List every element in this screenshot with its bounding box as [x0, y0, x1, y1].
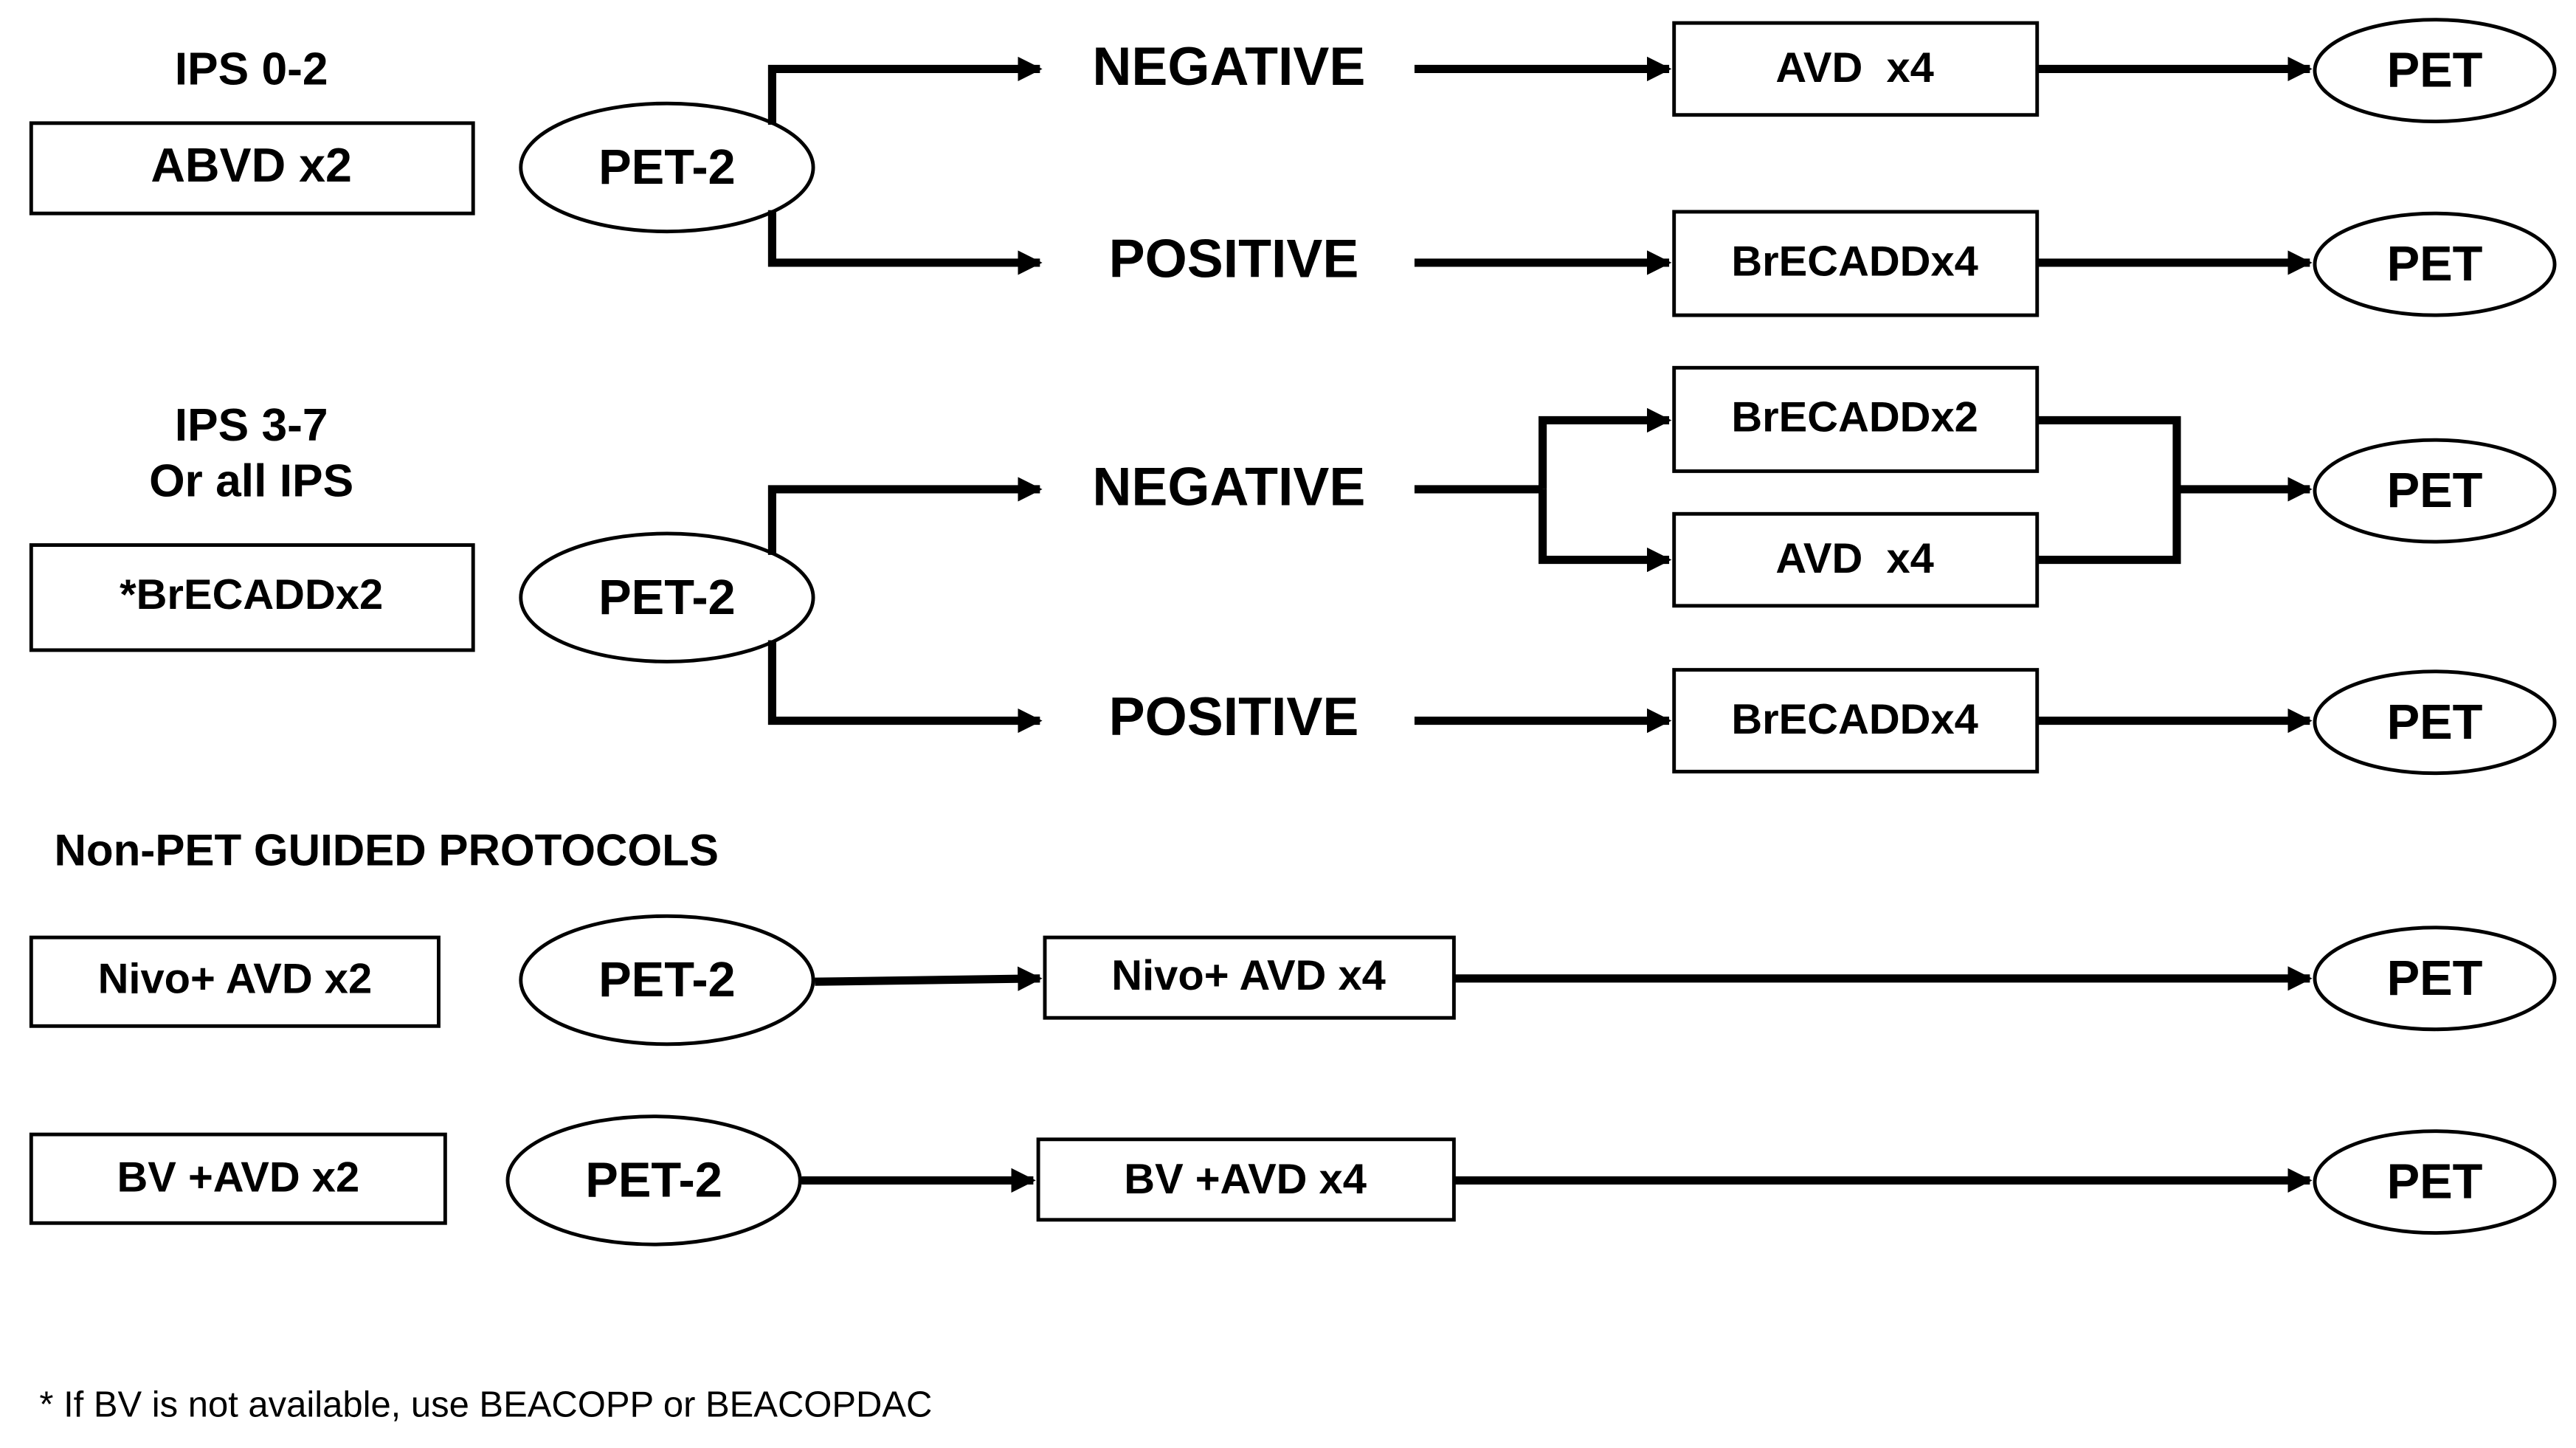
group2-neg-outcome-label: PET	[2387, 463, 2483, 518]
bv-treatment-label: BV +AVD x4	[1124, 1156, 1367, 1203]
group1-neg-outcome-oval: PET	[2313, 18, 2557, 124]
group2-neg-outcome-oval: PET	[2313, 438, 2557, 544]
nivo-pet2-oval: PET-2	[519, 914, 815, 1047]
group-ips-0-2: IPS 0-2 ABVD x2 PET-2 NEGATIVE POSITIVE …	[29, 18, 2557, 317]
group2-neg-option-a-label: BrECADDx2	[1731, 394, 1978, 441]
group1-pos-treatment-label: BrECADDx4	[1731, 238, 1978, 285]
group1-branch-positive-connector	[767, 210, 1043, 275]
group1-pos-outcome-oval: PET	[2313, 211, 2557, 317]
group2-positive-label: POSITIVE	[1109, 686, 1359, 747]
group2-negative-fork-lower	[1539, 489, 1672, 573]
group2-start-label: *BrECADDx2	[120, 571, 383, 618]
nivo-treatment-box: Nivo+ AVD x4	[1043, 935, 1456, 1020]
nivo-outcome-oval: PET	[2313, 925, 2557, 1032]
group1-neg-treatment-label: AVD x4	[1775, 44, 1933, 92]
non-pet-section: Non-PET GUIDED PROTOCOLS Nivo+ AVD x2 PE…	[29, 826, 2557, 1247]
group1-branch-negative-connector	[767, 56, 1043, 125]
group1-pet2-label: PET-2	[598, 140, 736, 195]
footnote: * If BV is not available, use BEACOPP or…	[39, 1385, 932, 1424]
group2-negative-merge-connector	[2037, 416, 2181, 565]
bv-outcome-label: PET	[2387, 1155, 2483, 1210]
group1-neg-treatment-box: AVD x4	[1672, 21, 2040, 117]
group2-pos-outcome-label: PET	[2387, 695, 2483, 750]
group1-negative-label: NEGATIVE	[1092, 36, 1365, 97]
bv-pet2-label: PET-2	[585, 1154, 722, 1208]
group2-pos-outcome-oval: PET	[2313, 669, 2557, 776]
group-ips-3-7: IPS 3-7 Or all IPS *BrECADDx2 PET-2 NEGA…	[29, 365, 2557, 776]
group1-positive-label: POSITIVE	[1109, 228, 1359, 289]
group1-start-box: ABVD x2	[29, 121, 475, 216]
nivo-start-box: Nivo+ AVD x2	[29, 935, 441, 1028]
group2-pos-treatment-box: BrECADDx4	[1672, 668, 2040, 773]
group2-neg-option-b-box: AVD x4	[1672, 511, 2040, 608]
group2-pos-treatment-label: BrECADDx4	[1731, 696, 1978, 743]
nivo-start-label: Nivo+ AVD x2	[98, 956, 373, 1003]
group2-branch-positive-connector	[767, 640, 1043, 734]
group2-header-line2: Or all IPS	[149, 456, 353, 507]
group2-neg-option-b-label: AVD x4	[1775, 535, 1933, 582]
nivo-outcome-label: PET	[2387, 951, 2483, 1006]
group2-neg-option-a-box: BrECADDx2	[1672, 365, 2040, 473]
non-pet-title: Non-PET GUIDED PROTOCOLS	[54, 826, 718, 875]
bv-start-label: BV +AVD x2	[117, 1154, 359, 1202]
group2-pet2-oval: PET-2	[519, 531, 815, 663]
bv-start-box: BV +AVD x2	[29, 1132, 447, 1225]
bv-outcome-oval: PET	[2313, 1129, 2557, 1235]
group2-branch-negative-connector	[767, 477, 1043, 555]
group1-pos-outcome-label: PET	[2387, 237, 2483, 292]
bv-pet2-oval: PET-2	[505, 1114, 802, 1247]
bv-treatment-box: BV +AVD x4	[1036, 1137, 1456, 1222]
group1-pos-treatment-box: BrECADDx4	[1672, 210, 2040, 317]
group1-pet2-oval: PET-2	[519, 101, 815, 234]
group1-neg-outcome-label: PET	[2387, 44, 2483, 98]
group2-header-line1: IPS 3-7	[175, 400, 328, 451]
group2-pet2-label: PET-2	[598, 570, 736, 625]
nivo-treatment-label: Nivo+ AVD x4	[1111, 952, 1386, 999]
nivo-pet2-label: PET-2	[598, 953, 736, 1007]
group1-start-label: ABVD x2	[151, 139, 352, 192]
nivo-pet2-arrow	[815, 966, 1043, 991]
group2-negative-label: NEGATIVE	[1092, 457, 1365, 517]
group2-start-box: *BrECADDx2	[29, 543, 475, 652]
group1-header: IPS 0-2	[175, 44, 328, 94]
group2-negative-fork-upper	[1539, 407, 1672, 489]
